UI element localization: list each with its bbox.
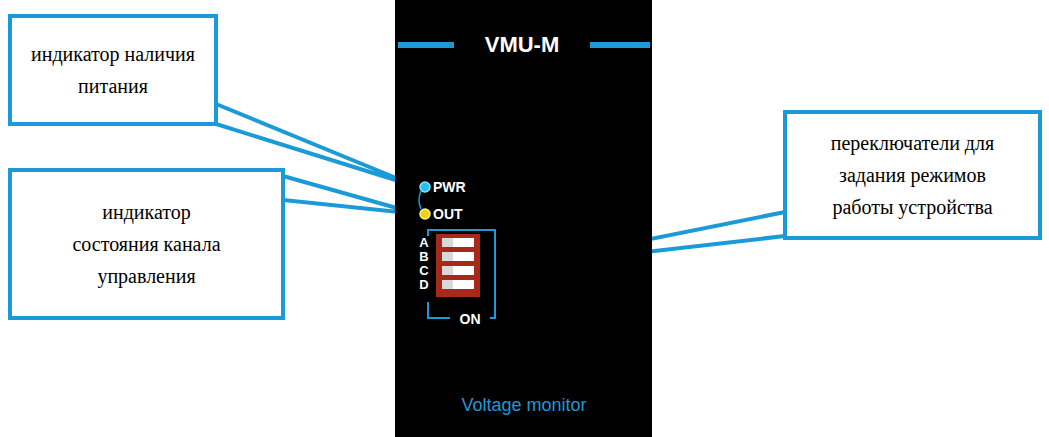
switch-letter: A [419,236,428,249]
callout-box: индикатор состояния канала управления [8,168,285,320]
title-bar [590,42,650,48]
indicator-link [419,191,421,209]
led-label: OUT [433,207,463,221]
switch-on-label: ON [457,312,484,326]
title-bar [398,42,454,48]
callout-text: индикатор наличия питания [24,38,202,102]
led-label: PWR [433,180,466,194]
device-title: VMU-M [485,34,560,56]
dip-toggles [442,238,474,289]
device-panel [395,0,652,437]
switch-letter: B [419,250,428,263]
pwr-led [420,182,430,192]
switch-bracket [428,230,495,318]
callout-box: переключатели для задания режимов работы… [783,110,1042,240]
dip-switch [436,234,480,297]
out-led [420,209,430,219]
callout-text: индикатор состояния канала управления [66,196,228,292]
callout-box: индикатор наличия питания [8,14,218,126]
switch-letter: C [419,264,428,277]
callout-text: переключатели для задания режимов работы… [810,127,1015,223]
device-subtitle: Voltage monitor [461,396,586,414]
switch-letter: D [419,278,428,291]
